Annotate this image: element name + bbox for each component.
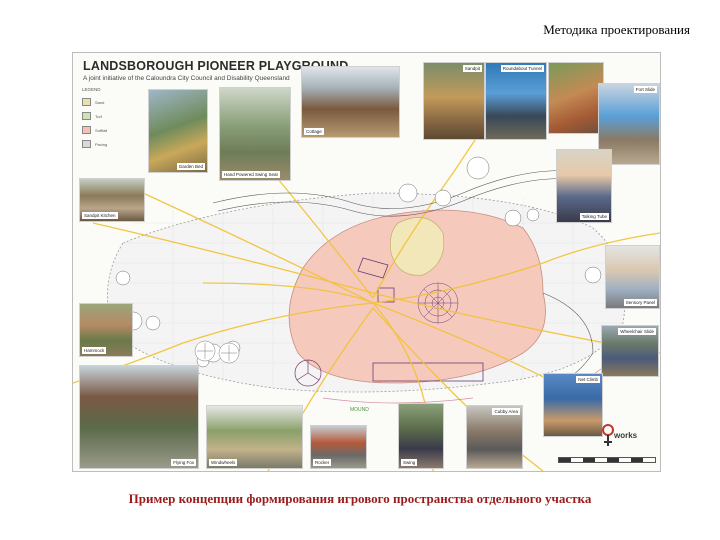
- photo-label: Garden Bed: [176, 163, 205, 170]
- playground-poster: LANDSBOROUGH PIONEER PLAYGROUND A joint …: [72, 52, 661, 472]
- photo-wheelchair-slide: Wheelchair Slide: [601, 325, 659, 377]
- photo-label: Fort Slide: [633, 86, 657, 93]
- photo-sensory-panel: Sensory Panel: [605, 245, 660, 309]
- photo-label: Windwheels: [209, 459, 238, 466]
- legend-item: Softfall: [82, 126, 142, 134]
- windwheel-sketches: [194, 340, 240, 364]
- legend-label: Sand: [95, 99, 105, 105]
- photo-label: Hammock: [82, 347, 107, 354]
- photo-cottage: Cottage: [301, 66, 400, 138]
- legend-heading: LEGEND: [82, 87, 101, 92]
- photo-garden-bed: Garden Bed: [148, 89, 208, 173]
- legend-item: Turf: [82, 112, 142, 120]
- photo-roundabout-tunnel: Roundabout Tunnel: [485, 62, 547, 140]
- legend-item: Paving: [82, 140, 142, 148]
- poster-subtitle: A joint initiative of the Caloundra City…: [83, 75, 290, 82]
- bridge-structure: [357, 257, 389, 279]
- photo-rocker: Rocker: [310, 425, 367, 469]
- photo-windwheels: Windwheels: [206, 405, 303, 469]
- slide-caption: Пример концепции формирования игрового п…: [128, 491, 592, 506]
- cottage-structure: [377, 287, 395, 303]
- legend-label: Turf: [95, 113, 102, 119]
- photo-hammock: Hammock: [79, 303, 133, 357]
- photo-label: Sandpit: [462, 65, 482, 72]
- photo-label: Sandpit Kitchen: [82, 212, 118, 219]
- sand-zone: [389, 217, 445, 276]
- photo-label: Wheelchair Slide: [618, 328, 656, 335]
- photo-label: Cubby Area: [492, 408, 520, 415]
- photo-flying-fox: Flying Fox: [79, 365, 199, 469]
- photo-label: Net Climb: [576, 376, 600, 383]
- photo-label: Swing: [401, 459, 418, 466]
- legend-item: Sand: [82, 98, 142, 106]
- legend-label: Softfall: [95, 127, 108, 133]
- legend-swatch: [82, 126, 91, 134]
- photo-label: Flying Fox: [171, 459, 196, 466]
- photo-label: Talking Tube: [579, 213, 609, 220]
- photo-sandpit: Sandpit: [423, 62, 485, 140]
- site-plan: [73, 112, 660, 471]
- photo-talking-tube: Talking Tube: [556, 149, 612, 223]
- legend-label: Paving: [95, 141, 108, 147]
- logo-mark-icon: [602, 424, 614, 446]
- scale-bar: [558, 457, 656, 463]
- photo-sandpit-kitchen: Sandpit Kitchen: [79, 178, 145, 222]
- photo-label: Cottage: [304, 128, 324, 135]
- photo-hand-swing: Hand Powered Swing Seat: [219, 87, 291, 181]
- photo-cubby: Cubby Area: [466, 405, 523, 469]
- page-header-title: Методика проектирования: [543, 22, 690, 37]
- photo-fort-slide: [548, 62, 604, 134]
- mound-label: MOUND: [350, 407, 369, 413]
- logo-text: works: [614, 431, 638, 440]
- photo-swing: Swing: [398, 403, 444, 469]
- carousel-structure: [294, 359, 322, 387]
- playworks-logo: works: [600, 420, 658, 450]
- legend: LEGEND Sand Turf Softfall Paving: [82, 87, 142, 207]
- legend-swatch: [82, 140, 91, 148]
- legend-swatch: [82, 112, 91, 120]
- photo-label: Sensory Panel: [623, 299, 657, 306]
- poster-title: LANDSBOROUGH PIONEER PLAYGROUND: [83, 59, 349, 73]
- photo-label: Rocker: [313, 459, 332, 466]
- photo-label: Roundabout Tunnel: [500, 65, 544, 72]
- photo-net-climb: Net Climb: [543, 373, 603, 437]
- legend-swatch: [82, 98, 91, 106]
- photo-label: Hand Powered Swing Seat: [222, 171, 280, 178]
- swing-frame: [372, 362, 484, 382]
